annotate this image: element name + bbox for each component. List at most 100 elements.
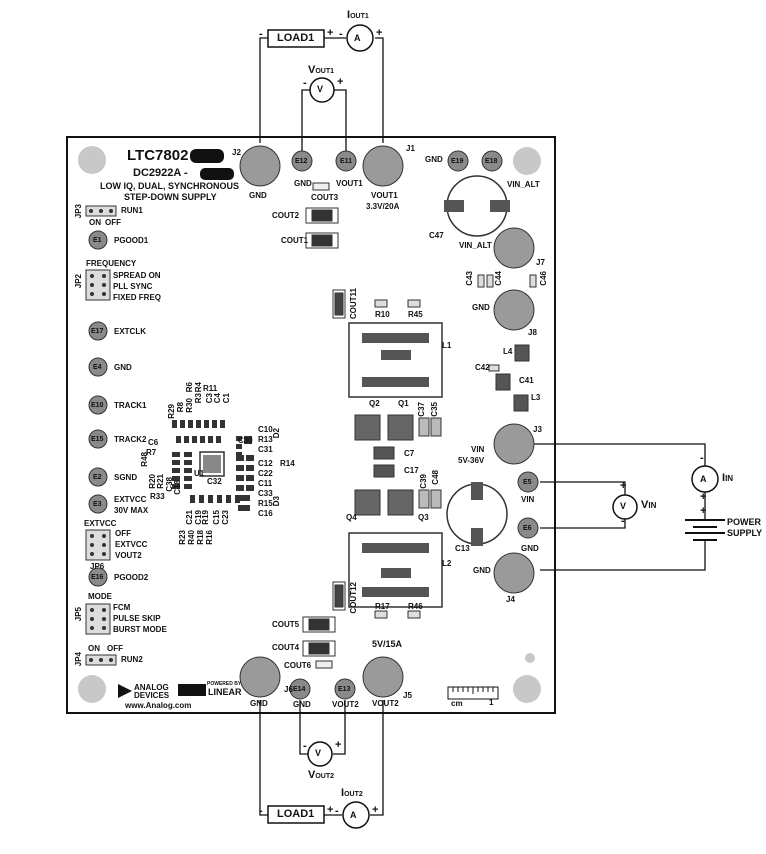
company-line1: ANALOG (134, 683, 169, 692)
jp2-ref: JP2 (74, 274, 83, 289)
l2-ref: L2 (442, 559, 452, 568)
u1-ref: U1 (194, 469, 205, 478)
r7-ref: R7 (146, 448, 157, 457)
r29-ref: R29 (167, 404, 176, 419)
q2-ref: Q2 (369, 399, 380, 408)
fiducial-mark (525, 653, 535, 663)
e2-label: SGND (114, 473, 138, 482)
e19-label: GND (425, 155, 443, 164)
j5-rating: 5V/15A (372, 639, 403, 649)
smd-pad (204, 420, 209, 428)
load-box-top (267, 29, 325, 48)
e14-label: GND (293, 700, 311, 709)
r19-ref: R19 (201, 510, 210, 525)
d3-ref: D3 (272, 496, 281, 507)
input-capacitors (444, 175, 510, 546)
r17-ref: R17 (375, 602, 390, 611)
jp2-title: FREQUENCY (86, 259, 137, 268)
mounting-hole (513, 147, 541, 175)
cout1-ref: COUT1 (281, 236, 309, 245)
smd-pad (199, 495, 204, 503)
ammeter-bottom-symbol: A (350, 810, 357, 820)
e3-ref: E3 (93, 501, 102, 508)
part-number: LTC7802 (127, 147, 189, 164)
scale-unit: cm (451, 699, 463, 708)
r23-ref: R23 (178, 530, 187, 545)
c15-ref: C15 (212, 510, 221, 525)
r46-ref: R46 (408, 602, 423, 611)
inductors (348, 322, 443, 608)
small-smd-components (172, 420, 254, 511)
smd-pad (172, 468, 180, 473)
website: www.Analog.com (125, 701, 192, 710)
r3-ref: R3 (194, 393, 203, 404)
smd-pad (172, 420, 177, 428)
e11-label: VOUT1 (336, 179, 363, 188)
output2-wiring (259, 700, 384, 816)
r13-ref: R13 (258, 435, 273, 444)
c21-ref: C21 (185, 510, 194, 525)
jp5-opt-2: PULSE SKIP (113, 614, 161, 623)
e5-label: VIN (521, 495, 535, 504)
smd-pad (184, 484, 192, 489)
smd-pad (226, 495, 231, 503)
j4-ref: J4 (506, 595, 515, 604)
c35-ref: C35 (430, 402, 439, 417)
mounting-hole (78, 675, 106, 703)
smd-pad (184, 468, 192, 473)
smd-pad (172, 460, 180, 465)
l1-ref: L1 (442, 341, 452, 350)
scale-one: 1 (489, 698, 494, 707)
c30-ref: C30 (238, 436, 253, 445)
jp4-ref: JP4 (74, 652, 83, 667)
r14-ref: R14 (280, 459, 295, 468)
r30-ref: R30 (185, 398, 194, 413)
r33-ref: R33 (150, 492, 165, 501)
iin-label: IIN (722, 472, 734, 484)
c7-ref: C7 (404, 449, 415, 458)
vin-alt-label: VIN_ALT (507, 180, 540, 189)
e15-label: TRACK2 (114, 435, 147, 444)
c32-ref: C32 (207, 477, 222, 486)
e13-ref: E13 (338, 686, 351, 693)
voltmeter-bottom-symbol: V (315, 748, 322, 758)
c11-ref: C11 (258, 479, 273, 488)
e10-ref: E10 (91, 402, 104, 409)
voltmeter-in-symbol: V (620, 501, 627, 511)
smd-pad (235, 495, 240, 503)
smd-pad (236, 444, 242, 449)
c17-ref: C17 (404, 466, 419, 475)
c33-ref: C33 (258, 489, 273, 498)
iout2-label: IOUT2 (341, 787, 363, 799)
vin-label: VIN (641, 499, 657, 511)
e17-ref: E17 (91, 328, 104, 335)
smd-pad (196, 420, 201, 428)
smd-pad (236, 485, 244, 491)
smd-pad (246, 465, 254, 471)
power-stage-parts (354, 274, 537, 619)
j6-label: GND (250, 699, 268, 708)
ammeter-iin (691, 465, 719, 493)
ammeter-in-symbol: A (700, 474, 707, 484)
j7-ref: J7 (536, 258, 545, 267)
amm-in-minus: - (700, 452, 704, 464)
jp6-opt-2: EXTVCC (115, 540, 148, 549)
jp5-title: MODE (88, 592, 112, 601)
j7-label: VIN_ALT (459, 241, 492, 250)
amm-top-plus: + (376, 27, 383, 39)
jp6-opt-3: VOUT2 (115, 551, 142, 560)
jp6-title: EXTVCC (84, 519, 117, 528)
smd-pad (220, 420, 225, 428)
smd-pad (238, 495, 250, 501)
vm-bot-minus: - (303, 740, 307, 752)
c13-ref: C13 (455, 544, 470, 553)
connector-j5 (362, 656, 404, 698)
load-bot-plus: + (327, 804, 334, 816)
smd-pad (208, 495, 213, 503)
j2-label: GND (249, 191, 267, 200)
load-box-bottom (267, 805, 325, 824)
jp2-opt-2: PLL SYNC (113, 282, 153, 291)
c10-ref: C10 (258, 425, 273, 434)
smd-pad (246, 475, 254, 481)
vout2-label: VOUT2 (308, 769, 335, 781)
